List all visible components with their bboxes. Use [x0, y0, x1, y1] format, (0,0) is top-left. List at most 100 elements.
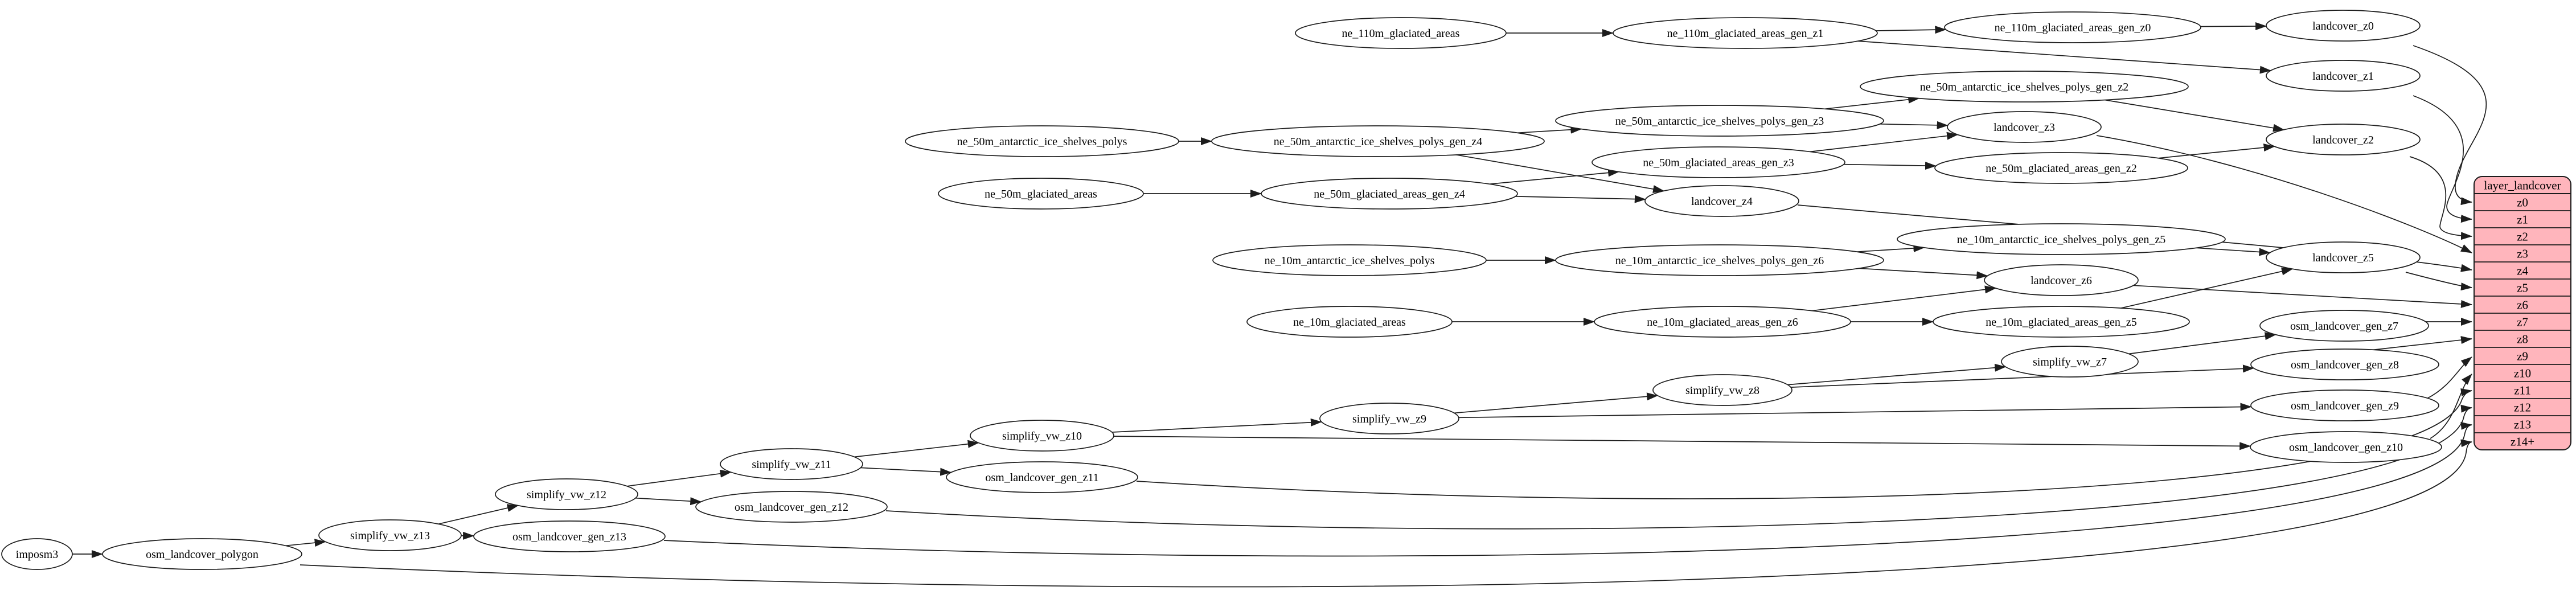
edge-ne_10m_glaciated_areas_gen_z5-to-landcover_z5 [2120, 267, 2293, 309]
edge-simplify_vw_z11-to-osm_landcover_gen_z11 [860, 467, 952, 476]
node-ne_50m_antarctic_ice_shelves_polys-label: ne_50m_antarctic_ice_shelves_polys [957, 136, 1127, 148]
node-landcover_z0-label: landcover_z0 [2312, 20, 2374, 32]
node-ne_10m_glaciated_areas [1246, 306, 1453, 338]
node-ne_10m_antarctic_ice_shelves_polys_gen_z6-label: ne_10m_antarctic_ice_shelves_polys_gen_z… [1615, 255, 1824, 267]
edge-ne_50m_antarctic_ice_shelves_polys_gen_z3-to-ne_50m_antarctic_ice_shelves_polys_gen_z2 [1824, 95, 1920, 110]
edge-osm_landcover_gen_z11-to-table-z11 [1136, 388, 2472, 499]
edge-osm_landcover_polygon-to-simplify_vw_z13 [285, 539, 326, 547]
edge-ne_50m_antarctic_ice_shelves_polys_gen_z3-to-landcover_z3 [1880, 121, 1949, 129]
node-ne_50m_antarctic_ice_shelves_polys_gen_z2-label: ne_50m_antarctic_ice_shelves_polys_gen_z… [1920, 81, 2129, 93]
node-ne_50m_glaciated_areas_gen_z2 [1934, 152, 2188, 184]
edge-osm_landcover_gen_z8-to-table-z8 [2373, 336, 2472, 351]
node-osm_landcover_gen_z11 [946, 461, 1138, 493]
node-landcover_z5-label: landcover_z5 [2312, 252, 2374, 264]
node-osm_landcover_gen_z13 [473, 520, 666, 552]
node-ne_50m_glaciated_areas_gen_z4-label: ne_50m_glaciated_areas_gen_z4 [1314, 188, 1465, 200]
edge-ne_50m_antarctic_ice_shelves_polys_gen_z4-to-landcover_z4 [1455, 154, 1665, 193]
node-ne_50m_antarctic_ice_shelves_polys [905, 125, 1179, 157]
node-ne_10m_glaciated_areas-label: ne_10m_glaciated_areas [1293, 316, 1406, 329]
table-row-z8: z8 [2517, 332, 2528, 346]
node-simplify_vw_z10 [970, 420, 1114, 452]
node-landcover_z3 [1947, 111, 2102, 143]
node-ne_50m_antarctic_ice_shelves_polys_gen_z4 [1211, 125, 1545, 157]
node-simplify_vw_z11 [720, 448, 863, 480]
node-osm_landcover_gen_z10 [2250, 431, 2442, 463]
edge-ne_50m_glaciated_areas_gen_z2-to-landcover_z2 [2158, 143, 2275, 159]
node-osm_landcover_gen_z8-label: osm_landcover_gen_z8 [2291, 359, 2399, 371]
node-ne_50m_antarctic_ice_shelves_polys_gen_z3-label: ne_50m_antarctic_ice_shelves_polys_gen_z… [1615, 115, 1824, 128]
edge-osm_landcover_gen_z9-to-table-z9 [2426, 356, 2472, 399]
node-imposm3 [1, 538, 73, 570]
edge-osm_landcover_polygon-to-table-z14+ [300, 439, 2472, 588]
node-landcover_z0 [2266, 10, 2421, 42]
table-row-z7: z7 [2517, 315, 2528, 329]
node-simplify_vw_z11-label: simplify_vw_z11 [752, 458, 831, 471]
table-row-z3: z3 [2517, 247, 2528, 260]
edge-ne_10m_antarctic_ice_shelves_polys_gen_z6-to-ne_10m_antarctic_ice_shelves_polys_gen_z5 [1856, 244, 1925, 253]
node-ne_10m_glaciated_areas_gen_z6-label: ne_10m_glaciated_areas_gen_z6 [1647, 316, 1798, 329]
edge-ne_50m_glaciated_areas_gen_z3-to-landcover_z3 [1810, 132, 1959, 153]
node-ne_50m_antarctic_ice_shelves_polys_gen_z3 [1555, 105, 1884, 137]
edge-simplify_vw_z10-to-simplify_vw_z9 [1111, 418, 1322, 433]
edge-osm_landcover_gen_z13-to-table-z13 [663, 421, 2472, 557]
node-osm_landcover_gen_z11-label: osm_landcover_gen_z11 [985, 471, 1098, 484]
node-landcover_z6-label: landcover_z6 [2031, 274, 2092, 287]
node-ne_110m_glaciated_areas [1295, 17, 1507, 49]
node-osm_landcover_gen_z8 [2250, 348, 2439, 380]
edge-ne_50m_glaciated_areas_gen_z4-to-ne_50m_glaciated_areas_gen_z3 [1490, 169, 1620, 185]
edge-simplify_vw_z11-to-simplify_vw_z10 [854, 440, 979, 458]
table-title: layer_landcover [2484, 178, 2561, 192]
node-simplify_vw_z9-label: simplify_vw_z9 [1352, 413, 1426, 425]
node-simplify_vw_z7-label: simplify_vw_z7 [2033, 356, 2107, 368]
node-osm_landcover_polygon [102, 538, 302, 570]
node-ne_110m_glaciated_areas_gen_z0-label: ne_110m_glaciated_areas_gen_z0 [1995, 22, 2151, 34]
node-ne_50m_glaciated_areas_gen_z3 [1591, 146, 1845, 178]
node-osm_landcover_gen_z12-label: osm_landcover_gen_z12 [735, 501, 848, 514]
node-simplify_vw_z12 [495, 478, 638, 510]
node-ne_50m_glaciated_areas_gen_z3-label: ne_50m_glaciated_areas_gen_z3 [1643, 157, 1794, 169]
table-row-z2: z2 [2517, 229, 2528, 243]
edge-landcover_z1-to-table-z1 [2413, 95, 2472, 223]
edge-landcover_z0-to-table-z0 [2413, 45, 2487, 206]
node-landcover_z1 [2266, 60, 2421, 92]
table-row-z11: z11 [2514, 383, 2531, 397]
node-ne_10m_glaciated_areas_gen_z5 [1933, 306, 2190, 338]
table-row-z12: z12 [2514, 400, 2531, 414]
node-osm_landcover_gen_z7-label: osm_landcover_gen_z7 [2290, 320, 2398, 333]
node-landcover_z2 [2266, 124, 2421, 155]
edge-simplify_vw_z13-to-simplify_vw_z12 [438, 504, 519, 525]
node-osm_landcover_gen_z12 [695, 491, 888, 523]
node-landcover_z2-label: landcover_z2 [2312, 134, 2374, 146]
node-landcover_z5 [2266, 241, 2421, 273]
table-row-z10: z10 [2514, 366, 2531, 380]
edge-landcover_z6-to-table-z6 [2133, 285, 2472, 308]
edge-landcover_z2-to-table-z2 [2409, 156, 2472, 240]
edge-osm_landcover_gen_z10-to-table-z10 [2430, 374, 2472, 439]
edge-landcover_z5-to-table-z5 [2405, 272, 2472, 291]
edge-simplify_vw_z8-to-osm_landcover_gen_z8 [1790, 364, 2254, 388]
table-row-z14+: z14+ [2511, 434, 2534, 448]
node-landcover_z1-label: landcover_z1 [2312, 70, 2374, 83]
edge-simplify_vw_z8-to-simplify_vw_z7 [1787, 363, 2007, 386]
node-landcover_z4 [1644, 185, 1799, 217]
node-ne_110m_glaciated_areas_gen_z1-label: ne_110m_glaciated_areas_gen_z1 [1667, 27, 1824, 40]
table-row-z13: z13 [2514, 417, 2531, 431]
node-ne_50m_glaciated_areas-label: ne_50m_glaciated_areas [985, 188, 1097, 200]
node-osm_landcover_gen_z10-label: osm_landcover_gen_z10 [2289, 441, 2403, 454]
node-ne_110m_glaciated_areas_gen_z0 [1944, 11, 2201, 43]
node-ne_10m_antarctic_ice_shelves_polys_gen_z5 [1897, 223, 2226, 255]
edge-ne_10m_glaciated_areas_gen_z6-to-landcover_z6 [1812, 285, 1996, 311]
edge-simplify_vw_z10-to-osm_landcover_gen_z10 [1113, 436, 2251, 450]
node-simplify_vw_z8 [1652, 374, 1792, 406]
table-row-z5: z5 [2517, 281, 2528, 294]
node-ne_50m_glaciated_areas_gen_z2-label: ne_50m_glaciated_areas_gen_z2 [1986, 162, 2136, 175]
node-osm_landcover_gen_z9-label: osm_landcover_gen_z9 [2291, 400, 2399, 412]
node-ne_10m_antarctic_ice_shelves_polys [1212, 244, 1487, 276]
edge-simplify_vw_z9-to-osm_landcover_gen_z9 [1458, 403, 2252, 419]
node-simplify_vw_z13-label: simplify_vw_z13 [350, 530, 430, 542]
node-ne_10m_glaciated_areas_gen_z6 [1594, 306, 1851, 338]
edge-ne_50m_antarctic_ice_shelves_polys_gen_z2-to-landcover_z2 [2105, 99, 2285, 132]
edge-ne_10m_antarctic_ice_shelves_polys_gen_z5-to-landcover_z5 [2196, 247, 2271, 256]
node-osm_landcover_gen_z7 [2259, 310, 2429, 342]
